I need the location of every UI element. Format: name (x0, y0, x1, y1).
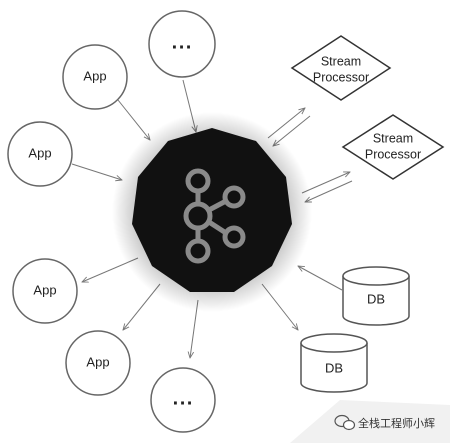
app-label: App (83, 68, 106, 83)
stream-processor-node-1: Stream Processor (290, 35, 392, 101)
app-label: App (33, 282, 56, 297)
ellipsis-label: ... (172, 390, 193, 409)
db-label: DB (367, 291, 385, 306)
arrow-db-right-to-center (298, 266, 343, 291)
watermark: 全栈工程师小辉 (334, 414, 435, 431)
arrow-center-to-stream-processor-1 (267, 108, 305, 139)
stream-processor-label-line2: Processor (313, 70, 369, 84)
app-label: App (86, 354, 109, 369)
kafka-logo-icon (183, 168, 246, 264)
arrow-app-left-to-center (71, 163, 122, 180)
app-node-bottom: App (65, 330, 131, 396)
stream-processor-node-2: Stream Processor (341, 114, 445, 180)
background-shade (290, 400, 450, 443)
ellipsis-node-bottom: ... (150, 367, 216, 433)
app-node-bottom-left: App (12, 258, 78, 324)
arrow-stream-processor-2-to-center (305, 180, 353, 202)
wechat-icon (334, 414, 356, 431)
db-node-right: DB (342, 266, 410, 326)
arrow-center-to-stream-processor-2 (301, 172, 350, 194)
db-node-bottom: DB (300, 333, 368, 393)
arrow-app-top-to-center (117, 99, 150, 140)
stream-processor-label-line1: Stream (321, 54, 361, 68)
app-label: App (28, 145, 51, 160)
app-node-top: App (62, 44, 128, 110)
app-node-left: App (7, 121, 73, 187)
stream-processor-label-line2: Processor (365, 147, 421, 161)
kafka-cluster-node (112, 112, 312, 312)
watermark-text: 全栈工程师小辉 (358, 416, 435, 430)
ellipsis-label: ... (171, 34, 192, 53)
stream-processor-label-line1: Stream (373, 131, 413, 145)
ellipsis-node-top: ... (148, 10, 216, 78)
db-label: DB (325, 360, 343, 375)
